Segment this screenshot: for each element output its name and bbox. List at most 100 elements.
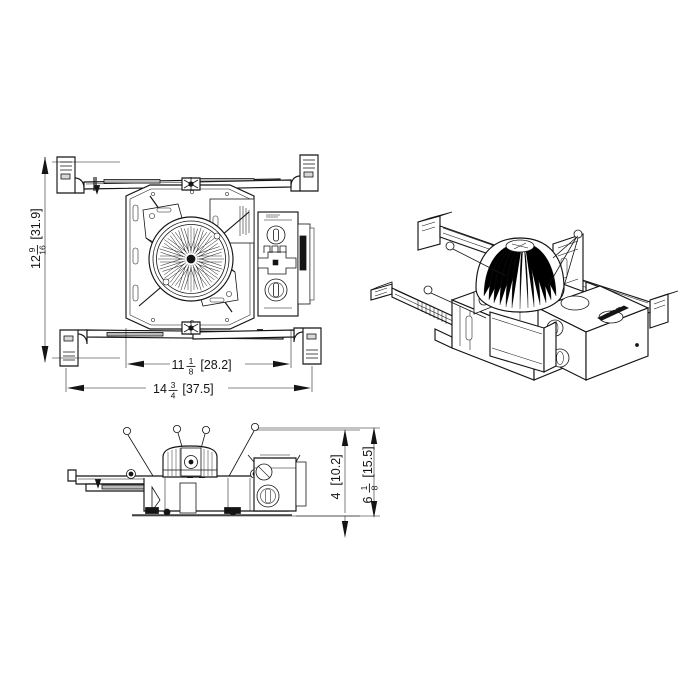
dim-top-view-outer-width: 14 3 4 [37.5] — [65, 366, 313, 401]
dim-inner-metric: [28.2] — [200, 358, 231, 372]
side-bar-roller-left-pin — [128, 471, 134, 477]
iso-wire-node-a — [445, 241, 455, 251]
iso-chassis-slot-a — [465, 315, 473, 341]
bracket-left-lower-slots — [63, 351, 75, 361]
dim-inner-arrow-right — [273, 360, 290, 368]
plate-slot-left-2 — [132, 247, 139, 265]
side-wire-a — [127, 434, 154, 477]
iso-jbox-side — [585, 307, 649, 381]
heatsink-screw-b — [162, 278, 170, 286]
dim-inner-numerator: 1 — [189, 356, 194, 366]
dim-outer-metric: [37.5] — [182, 382, 213, 396]
iso-spring-wires — [423, 229, 583, 319]
junction-box-top — [257, 211, 315, 317]
heatsink-fins — [158, 226, 224, 292]
iso-jbox-top-knockout-b — [598, 310, 624, 324]
dim-side-outer-metric: [15.5] — [361, 446, 375, 477]
jbox-knockout-lower-slot — [273, 282, 279, 298]
side-housing-stud-a — [163, 508, 171, 516]
iso-bar-left-teeth — [417, 300, 447, 324]
dim-side-inner-text-group: 4 [10.2] — [329, 454, 343, 499]
side-wire-node-c — [201, 425, 210, 434]
side-bracket-left — [67, 469, 77, 482]
dim-height-arrow-bottom — [41, 346, 49, 363]
side-heatsink-pin — [188, 459, 194, 465]
dim-outer-denominator: 4 — [171, 391, 176, 401]
iso-wire-e — [552, 235, 579, 259]
iso-bracket-left-top — [370, 281, 393, 291]
dim-side-outer-arrow-bottom — [370, 501, 378, 518]
side-jbox-flange — [295, 461, 307, 507]
spring-clip-bottom — [181, 321, 201, 335]
iso-heatsink-fins — [483, 243, 557, 310]
dim-outer-arrow-right — [294, 384, 311, 392]
iso-jbox-label-strip — [597, 305, 629, 321]
dim-inner-arrow-left — [127, 360, 144, 368]
dim-height-numerator: 9 — [27, 247, 37, 252]
dim-outer-numerator: 3 — [171, 380, 176, 390]
bracket-right-lower — [302, 327, 322, 365]
iso-wire-b — [430, 292, 487, 319]
dim-side-view-outer-height: 6 1 8 [15.5] — [258, 427, 380, 518]
side-bar-clip-a — [94, 479, 102, 489]
heatsink-hub — [186, 254, 196, 264]
bracket-left-lower — [59, 329, 79, 367]
side-wire-node-d — [250, 422, 259, 431]
iso-wire-d — [559, 237, 579, 301]
plate-hole-tl — [151, 192, 155, 196]
top-view: 12 9 16 [31.9] 11 1 8 [28.2] — [27, 154, 322, 401]
iso-bracket-left-slots — [374, 287, 388, 297]
bracket-left-upper-hole — [60, 173, 71, 180]
side-housing-foot-a — [145, 507, 159, 514]
dim-outer-whole: 14 — [153, 382, 167, 396]
dim-side-inner-arrow-top — [341, 429, 349, 446]
jbox-edge-flange — [309, 227, 315, 301]
plate-hole-tr — [225, 192, 229, 196]
plate-hole-bl — [151, 318, 155, 322]
dim-top-view-height: 12 9 16 [31.9] — [27, 157, 120, 363]
top-view-lower-mounting-bar — [59, 327, 322, 367]
dim-height-whole: 12 — [29, 255, 43, 269]
side-jbox-knockout-bot-slot — [265, 488, 271, 504]
iso-wire-c — [547, 237, 577, 287]
dim-side-inner-whole: 4 — [329, 492, 343, 499]
dim-height-text-group: 12 9 16 [31.9] — [27, 208, 48, 269]
side-wire-d — [227, 430, 255, 479]
jbox-terminal-comb — [263, 245, 287, 253]
side-housing-recess — [179, 482, 197, 514]
iso-wire-node-b — [423, 285, 433, 295]
housing-plate-top — [125, 177, 255, 335]
bar-channel-lower-a — [106, 331, 164, 337]
side-wire-node-b — [172, 424, 181, 433]
side-jbox-corner-marks — [247, 454, 301, 463]
dim-side-inner-metric: [10.2] — [329, 454, 343, 485]
bracket-left-lower-tab — [77, 329, 88, 345]
bracket-right-lower-hole — [306, 333, 317, 340]
dim-side-outer-text-group: 6 1 8 [15.5] — [359, 446, 380, 503]
bracket-right-lower-tab — [293, 327, 304, 343]
dim-height-arrow-top — [41, 157, 49, 174]
jbox-label-marks — [266, 214, 280, 218]
bar-clip-upper-left — [93, 185, 101, 195]
side-housing-gusset — [151, 485, 161, 513]
jbox-knockout-upper-slot — [273, 228, 279, 242]
dim-outer-text-group: 14 3 4 [37.5] — [153, 380, 214, 401]
iso-jbox-top-knockout-a — [560, 295, 590, 311]
dim-height-metric: [31.9] — [29, 208, 43, 239]
heatsink-screw-a — [213, 232, 221, 240]
iso-wire-node-c — [573, 229, 583, 239]
isometric-view — [370, 211, 679, 381]
dim-side-outer-numerator: 1 — [359, 485, 369, 490]
led-heatsink-top — [148, 216, 234, 302]
dim-inner-text-group: 11 1 8 [28.2] — [172, 356, 232, 377]
jbox-side-slot — [299, 235, 307, 271]
side-housing-stud-b — [229, 508, 237, 516]
side-housing — [132, 478, 292, 516]
spring-clip-top — [181, 177, 201, 191]
dim-inner-whole: 11 — [172, 358, 185, 372]
side-led-heatsink — [162, 445, 218, 478]
dim-side-view-inner-height: 4 [10.2] — [132, 429, 360, 538]
dim-side-outer-arrow-top — [370, 427, 378, 444]
